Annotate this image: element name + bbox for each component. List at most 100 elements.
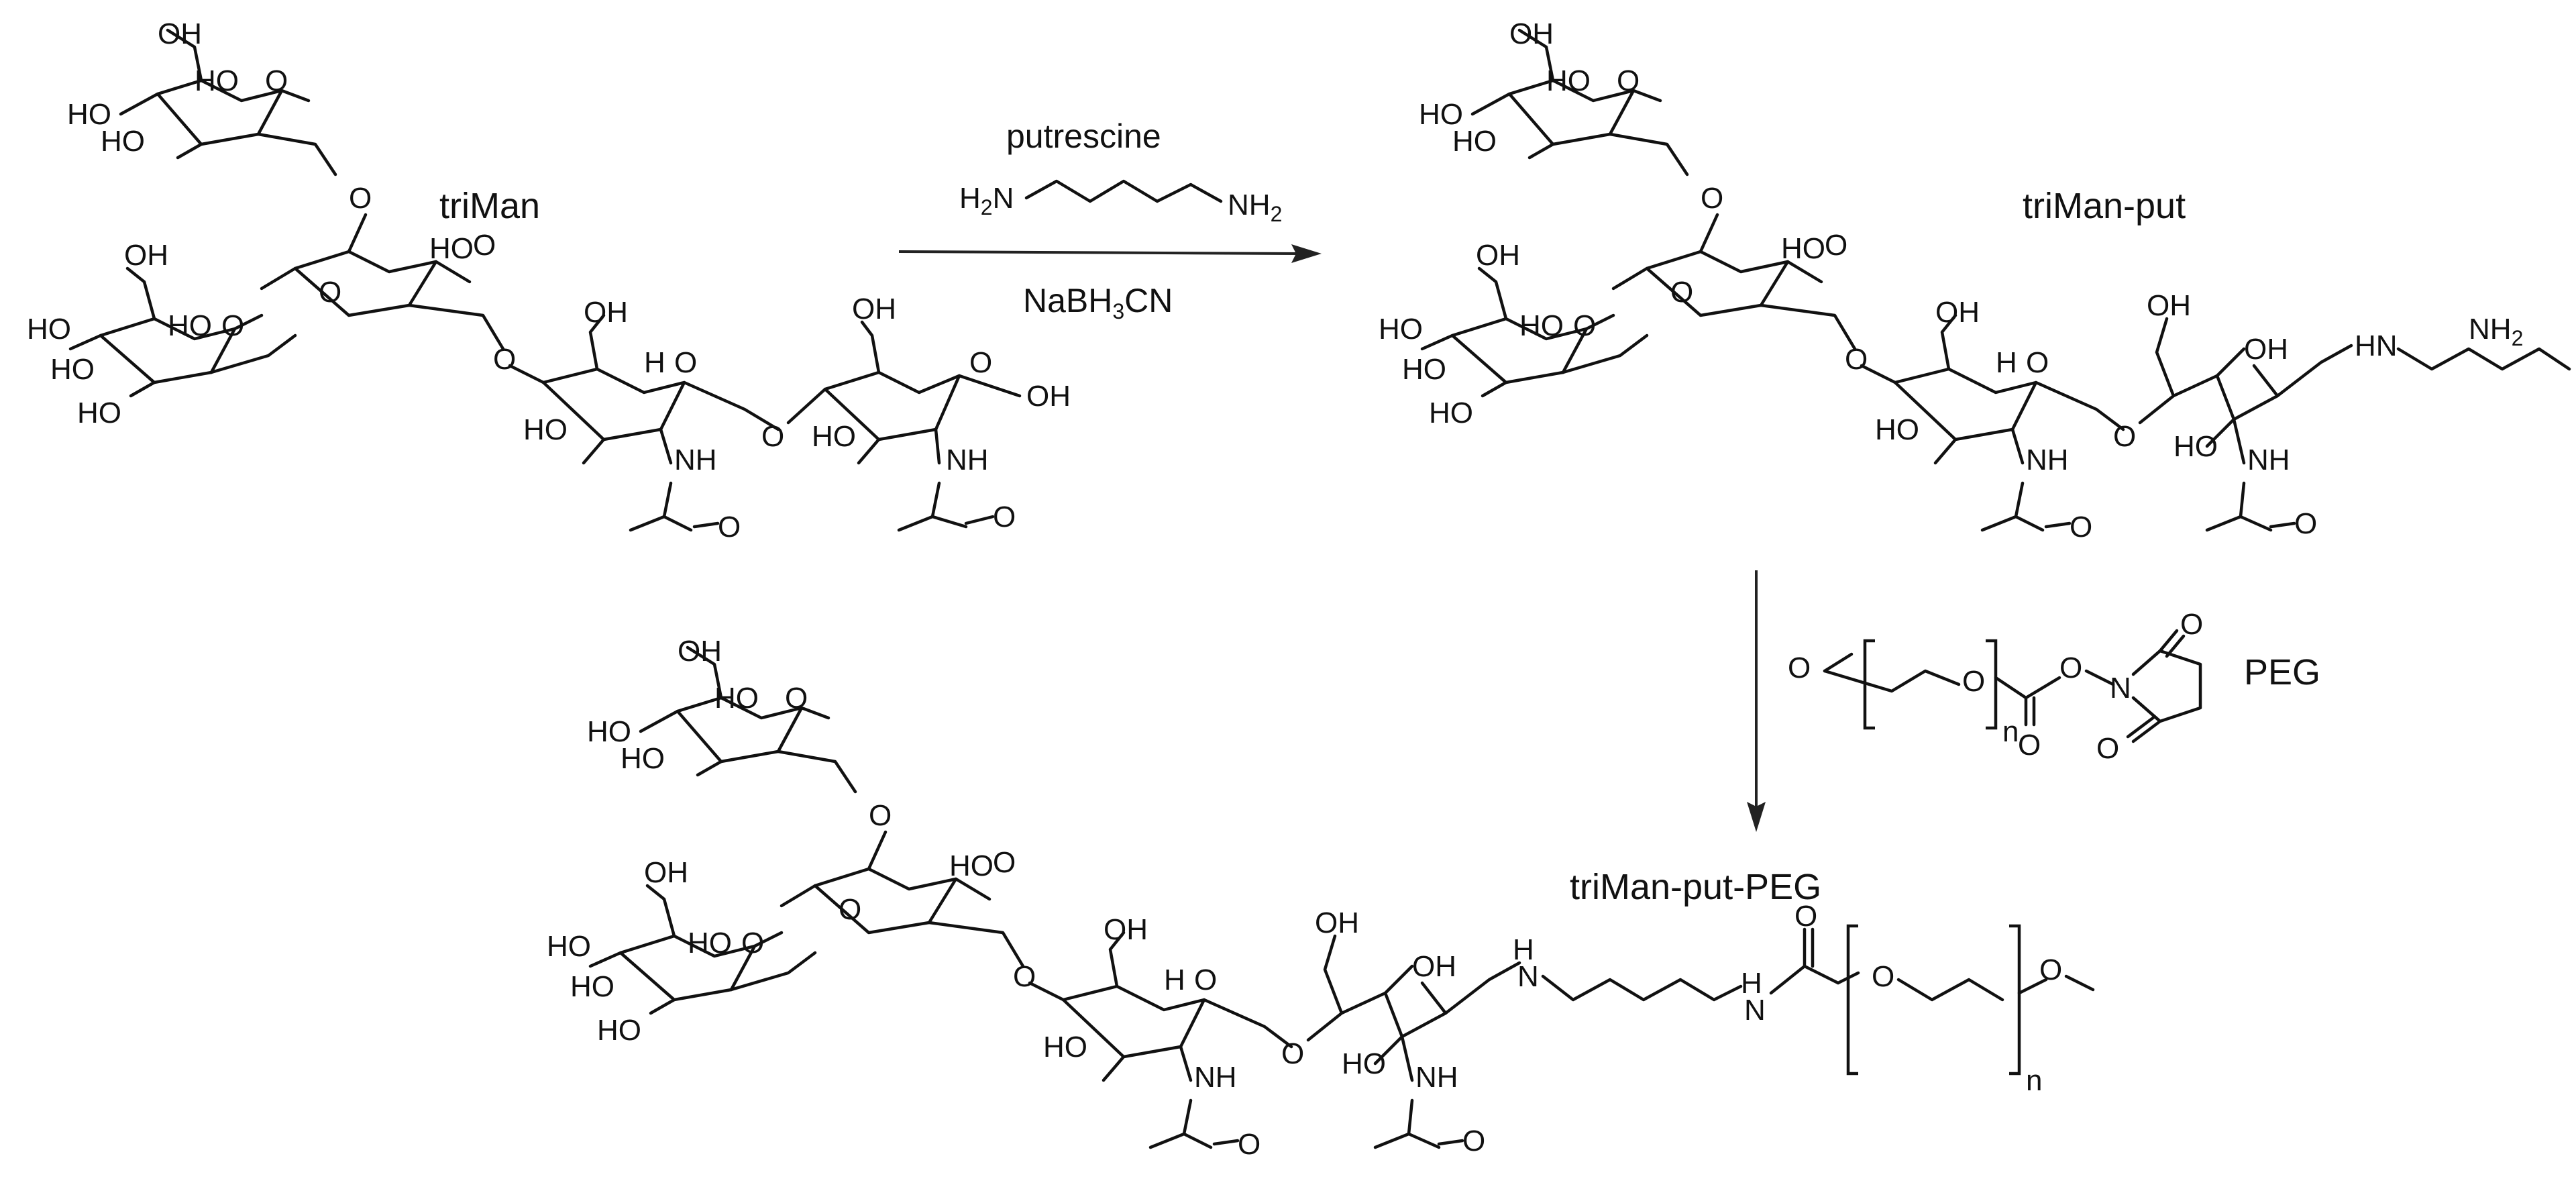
oh-label: OH: [2244, 333, 2288, 366]
ho-label: HO: [1043, 1031, 1087, 1063]
carbonyl-oxygen-label: O: [1238, 1128, 1260, 1161]
ring-oxygen-label: O: [1617, 64, 1640, 97]
ring-oxygen-label: O: [473, 229, 496, 262]
ring-oxygen-label: O: [1194, 964, 1217, 996]
carbonyl-oxygen-label: O: [1462, 1125, 1485, 1157]
nh-label: NH: [1194, 1061, 1237, 1094]
carbonyl-oxygen-label: O: [718, 511, 741, 543]
ring-oxygen-label: O: [785, 682, 808, 715]
nh-label: NH: [1415, 1061, 1458, 1094]
ho-label: HO: [1781, 232, 1825, 265]
methoxy-oxygen-label: O: [1788, 652, 1811, 684]
putrescine-structure: H2N NH2: [959, 179, 1282, 226]
compound-label-triman: triMan: [439, 186, 540, 226]
carbonyl-oxygen-label: O: [2070, 511, 2092, 543]
ho-label: HO: [523, 413, 568, 446]
ho-label: HO: [1452, 125, 1497, 158]
reaction-arrow-1: [898, 250, 1302, 255]
oh-label: OH: [584, 296, 628, 329]
ho-label: HO: [597, 1014, 641, 1047]
glycosidic-oxygen-label: O: [2113, 420, 2136, 453]
imide-carbonyl-oxygen-label: O: [2180, 608, 2203, 641]
h-label: H: [1741, 967, 1762, 1000]
peg-oxygen-label: O: [1962, 665, 1985, 698]
peg-oxygen-label: O: [1872, 960, 1894, 993]
ring-oxygen-label: O: [1825, 229, 1847, 262]
ho-label: HO: [1402, 353, 1446, 386]
ester-carbonyl-oxygen-label: O: [2018, 729, 2041, 762]
h-label: H: [1164, 964, 1185, 996]
oh-label: OH: [158, 17, 202, 50]
ho-label: HO: [949, 849, 994, 882]
glycosidic-oxygen-label: O: [1281, 1037, 1304, 1070]
oh-label: OH: [1935, 296, 1980, 329]
ho-label: HO: [621, 742, 665, 775]
compound-label-triman-put: triMan-put: [2023, 186, 2186, 226]
oh-label: OH: [1315, 906, 1359, 939]
compound-label-peg: PEG: [2244, 652, 2320, 692]
ring-oxygen-label: O: [221, 309, 244, 342]
oh-label: OH: [1412, 950, 1456, 983]
terminal-amine-label: NH2: [2469, 313, 2523, 350]
glycosidic-oxygen-label: O: [1013, 960, 1036, 993]
ho-label: HO: [688, 927, 732, 959]
glycosidic-oxygen-label: O: [349, 182, 372, 215]
reaction-step-2: O O n O O N O O PEG: [1747, 570, 2320, 832]
ho-label: HO: [27, 313, 71, 346]
reaction-step-1: putrescine H2N NH2 NaBH3CN: [898, 117, 1322, 323]
arrow-head-1: [1291, 244, 1322, 263]
ring-oxygen-label: O: [741, 927, 764, 959]
glycosidic-oxygen-label: O: [761, 420, 784, 453]
glycosidic-oxygen-label: O: [319, 276, 341, 309]
h-label: H: [1513, 933, 1534, 966]
glycosidic-oxygen-label: O: [1845, 343, 1868, 376]
ho-label: HO: [570, 970, 614, 1003]
molecule-triman: OH HO O HO HO O HO O O O OH HO O HO HO H…: [27, 17, 1071, 543]
peg-nhs-structure: O O n O O N O O: [1788, 608, 2203, 765]
ho-label: HO: [67, 98, 111, 131]
imide-nitrogen-label: N: [2110, 672, 2131, 705]
oh-label: OH: [124, 239, 168, 272]
ho-label: HO: [1875, 413, 1919, 446]
ho-label: HO: [429, 232, 474, 265]
ho-label: HO: [1419, 98, 1463, 131]
ho-label: HO: [1379, 313, 1423, 346]
oh-label: OH: [644, 856, 688, 889]
h-label: H: [644, 346, 665, 379]
oh-label: OH: [1026, 380, 1071, 413]
reagent-putrescine-label: putrescine: [1006, 117, 1161, 155]
ho-label: HO: [195, 64, 239, 97]
carbonyl-oxygen-label: O: [2294, 507, 2317, 540]
amine-left-label: H2N: [959, 182, 1014, 219]
molecule-triman-put: OH HO O HO HO O HO O O O OH HO O HO HO H…: [1379, 17, 2571, 543]
ho-label: HO: [1429, 397, 1473, 429]
amine-nitrogen-label: N: [1517, 960, 1539, 993]
ring-oxygen-label: O: [1573, 309, 1596, 342]
nh-label: NH: [946, 444, 989, 476]
oh-label: OH: [678, 635, 722, 668]
ring-oxygen-label: O: [674, 346, 697, 379]
oh-label: OH: [1509, 17, 1554, 50]
ho-label: HO: [50, 353, 95, 386]
ring-oxygen-label: O: [2026, 346, 2049, 379]
oh-label: OH: [852, 293, 896, 325]
ho-label: HO: [101, 125, 145, 158]
carbonyl-oxygen-label: O: [993, 501, 1016, 533]
compound-label-triman-put-peg: triMan-put-PEG: [1570, 867, 1821, 907]
nh-label: NH: [2026, 444, 2069, 476]
repeat-n-label: n: [2002, 715, 2019, 748]
molecule-triman-put-peg: OH HO O HO HO O HO O O O OH HO O HO HO H…: [547, 635, 2095, 1161]
nh-label: NH: [674, 444, 717, 476]
glycosidic-oxygen-label: O: [1701, 182, 1723, 215]
oh-label: OH: [1476, 239, 1520, 272]
ho-label: HO: [587, 715, 631, 748]
repeat-n-label: n: [2026, 1064, 2042, 1097]
oh-label: OH: [2147, 289, 2191, 322]
ho-label: HO: [77, 397, 121, 429]
ho-label: HO: [714, 682, 759, 715]
ho-label: HO: [168, 309, 212, 342]
ring-oxygen-label: O: [265, 64, 288, 97]
glycosidic-oxygen-label: O: [839, 893, 861, 926]
ho-label: HO: [812, 420, 856, 453]
ester-oxygen-label: O: [2059, 652, 2082, 684]
